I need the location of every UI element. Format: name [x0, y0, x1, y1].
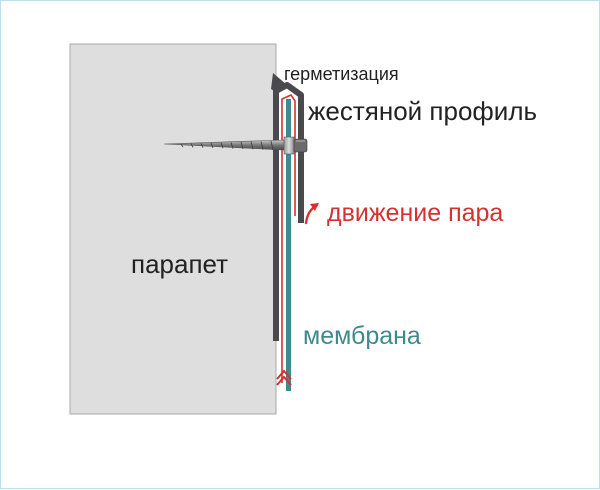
screw: [163, 136, 308, 155]
tin-profile: [273, 82, 304, 341]
vapor-arrowhead-upper: [310, 203, 319, 211]
label-sealing: герметизация: [284, 64, 399, 84]
screw-thread: [180, 140, 274, 151]
vapor-chevron-lower-2: [276, 375, 292, 386]
screw-head: [293, 138, 308, 153]
label-tin-profile: жестяной профиль: [308, 96, 537, 126]
vapor-chevron-lower-1: [276, 369, 292, 380]
parapet-block: [69, 43, 277, 415]
label-parapet: парапет: [131, 249, 228, 279]
label-membrane: мембрана: [303, 322, 421, 350]
label-vapor-movement: движение пара: [327, 199, 503, 227]
screw-washer: [283, 136, 295, 155]
membrane-strip: [286, 99, 291, 391]
